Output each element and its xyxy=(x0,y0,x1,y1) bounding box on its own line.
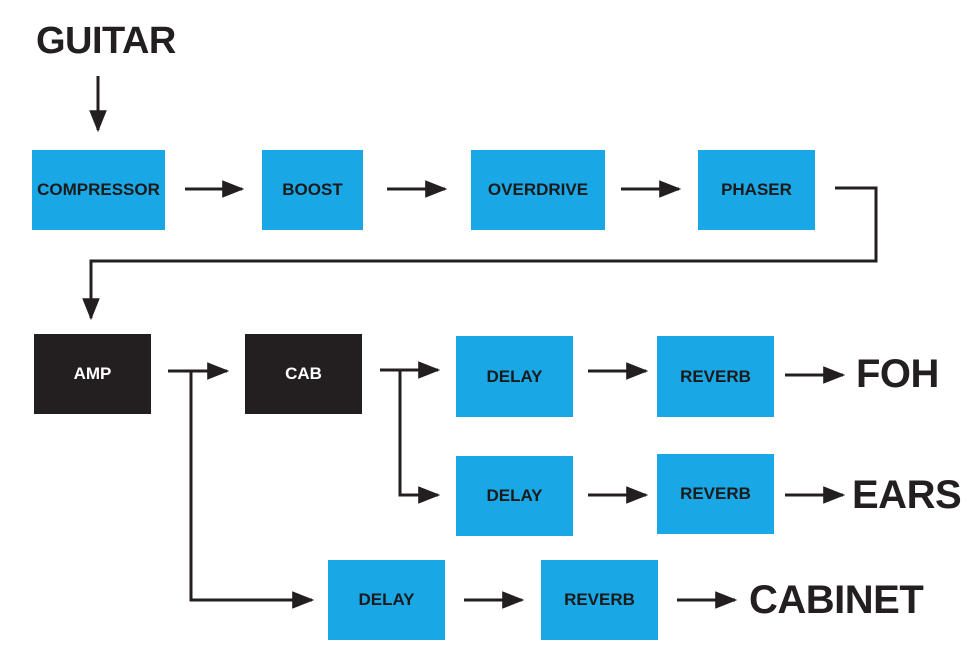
cab-box: CAB xyxy=(245,334,362,414)
boost-box: BOOST xyxy=(262,150,363,230)
amp-box: AMP xyxy=(34,334,151,414)
cabinet-output-label: CABINET xyxy=(749,578,924,622)
compressor-box: COMPRESSOR xyxy=(32,150,165,230)
overdrive-box: OVERDRIVE xyxy=(471,150,605,230)
wire-phaser-to-amp xyxy=(82,186,878,321)
cabinet-reverb-box: REVERB xyxy=(541,560,658,640)
ears-output-label: EARS xyxy=(852,473,962,517)
foh-output-label: FOH xyxy=(856,352,939,396)
ears-delay-box: DELAY xyxy=(456,456,573,536)
wire-amp-to-cabinet-delay xyxy=(189,371,315,609)
phaser-box: PHASER xyxy=(698,150,815,230)
guitar-label: GUITAR xyxy=(36,20,176,62)
wire-cab-to-ears-delay xyxy=(398,370,441,504)
ears-reverb-box: REVERB xyxy=(657,454,774,534)
foh-reverb-box: REVERB xyxy=(657,336,774,417)
cabinet-delay-box: DELAY xyxy=(328,560,445,640)
foh-delay-box: DELAY xyxy=(456,336,573,417)
